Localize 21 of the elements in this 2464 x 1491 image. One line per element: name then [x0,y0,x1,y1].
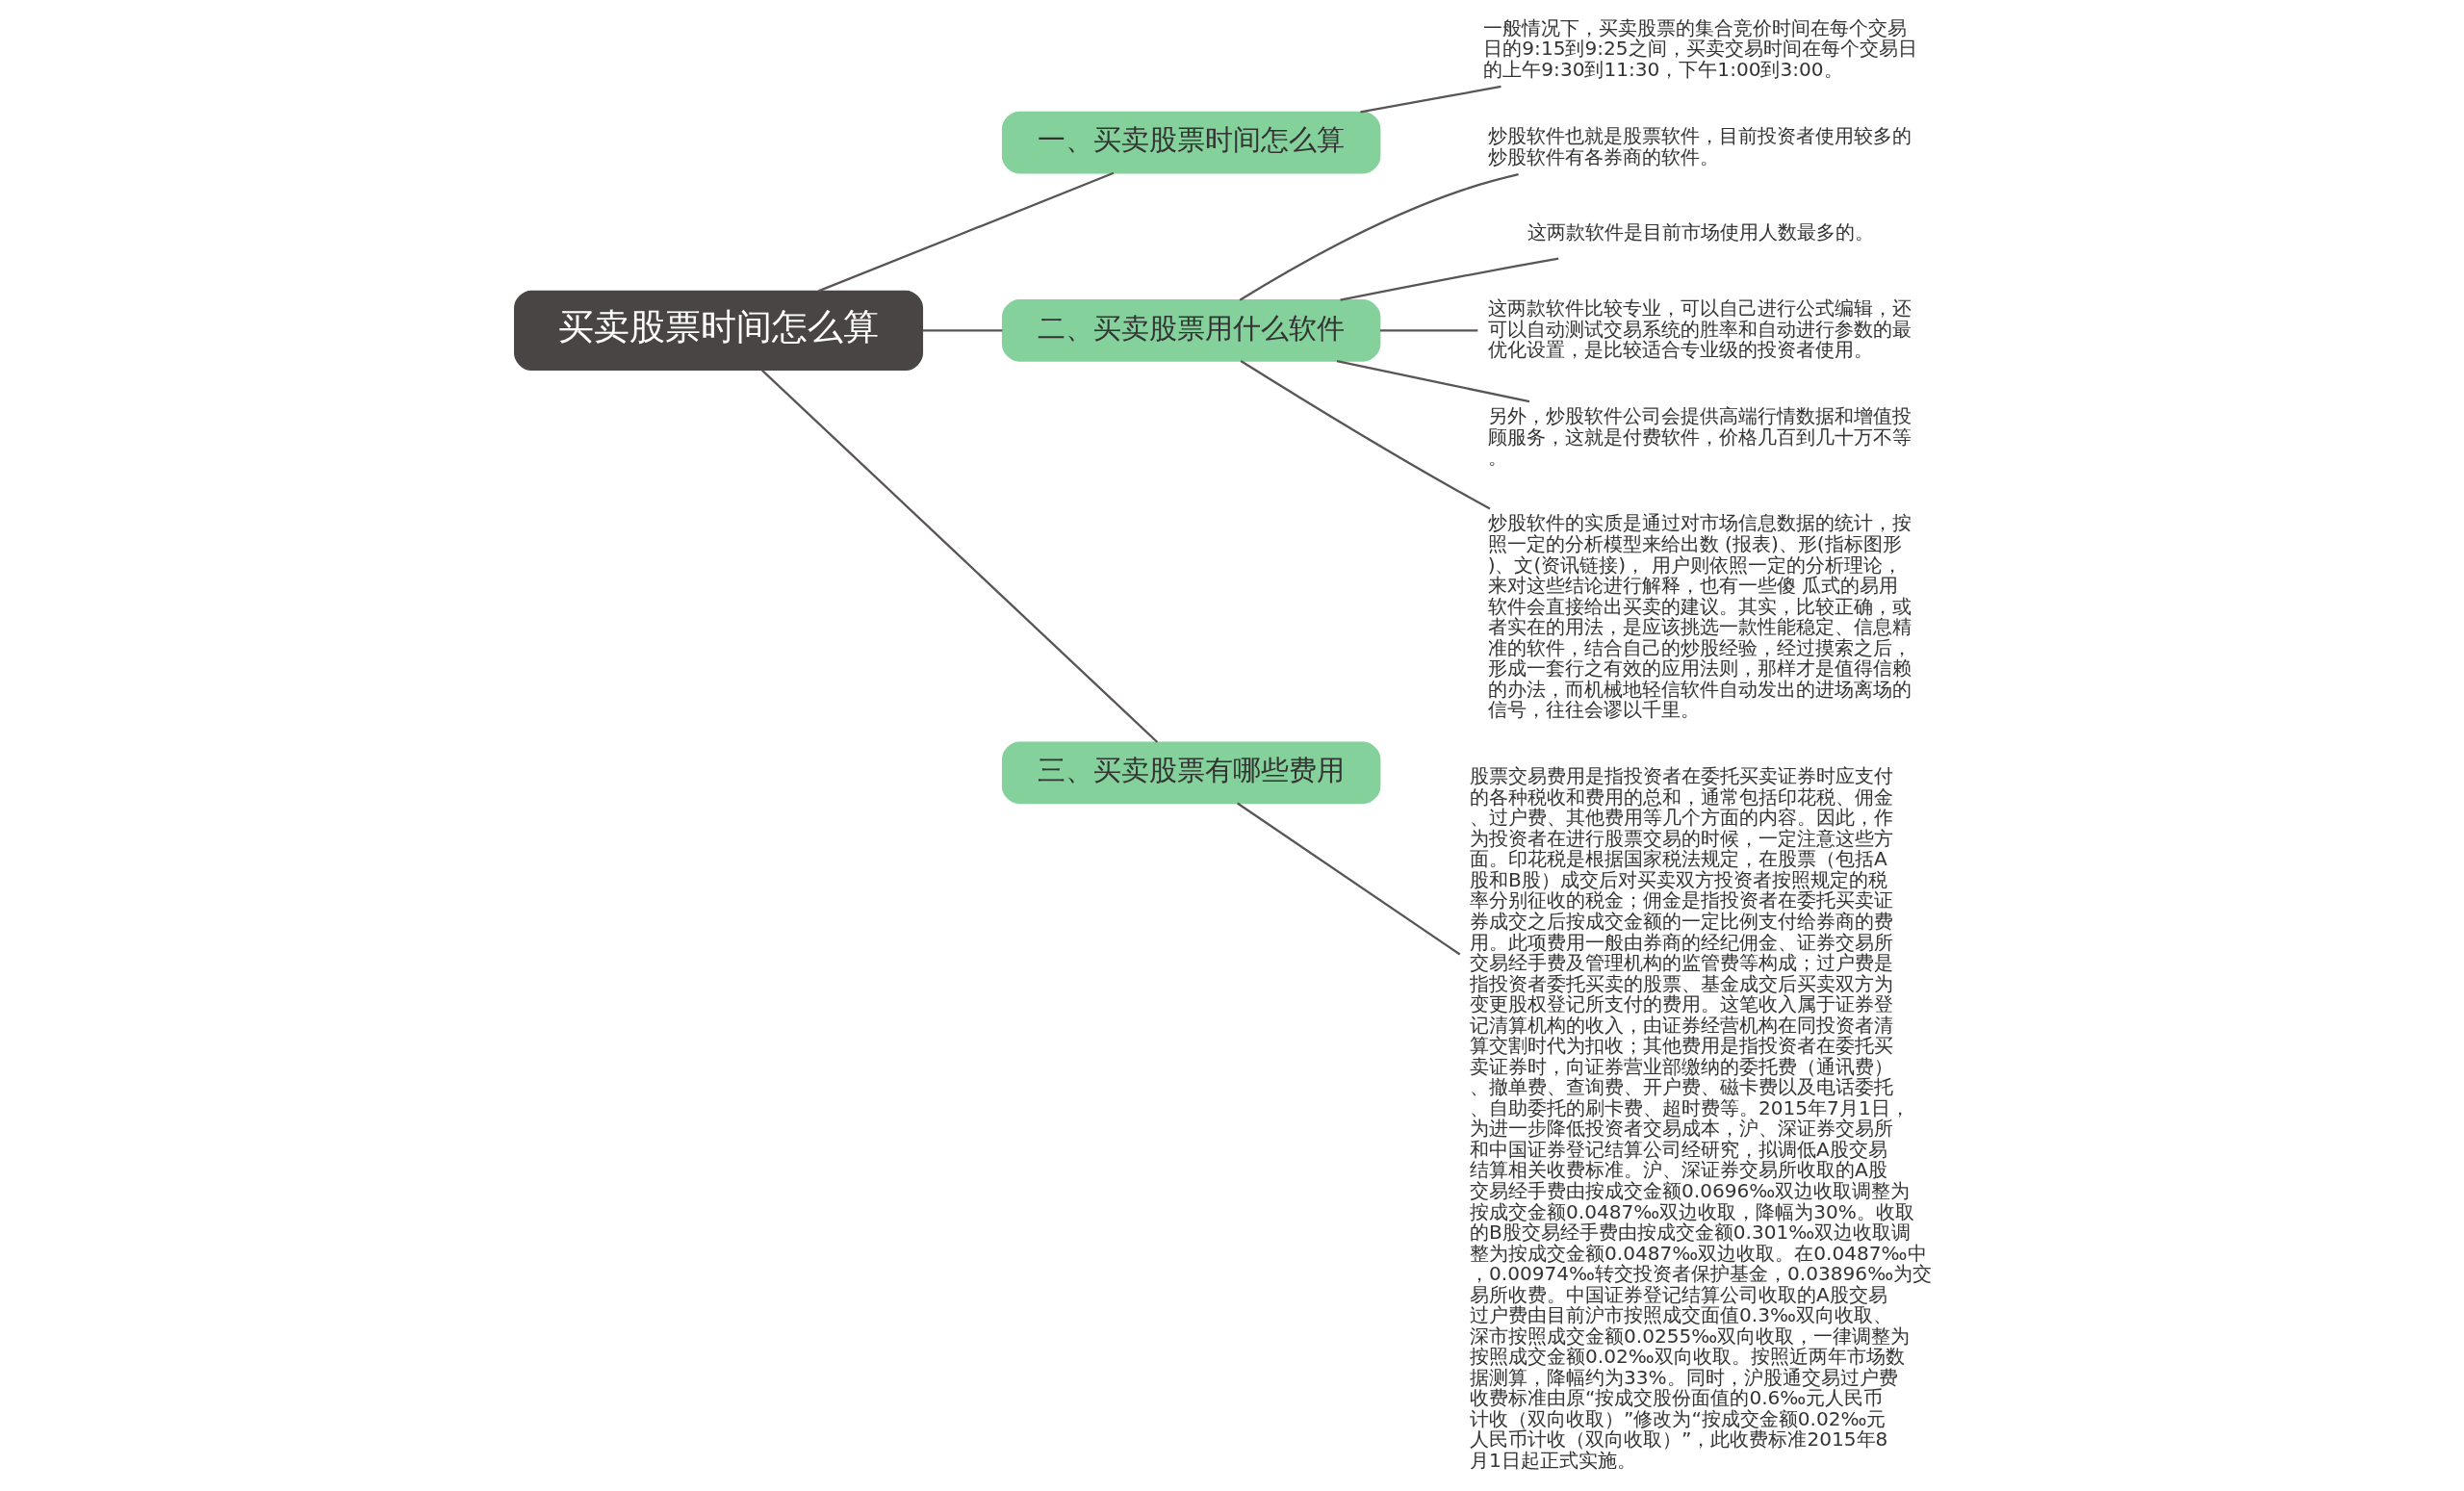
node-box: 一、买卖股票时间怎么算 [1001,111,1381,174]
node-text: 这两款软件比较专业，可以自己进行公式编辑，还可以自动测试交易系统的胜率和自动进行参数的最优化设置，是比较适合专业级的投资者使用。 [1487,296,1912,362]
connector [1360,85,1502,114]
connector [1340,257,1559,301]
connector [1240,360,1491,510]
node-box: 三、买卖股票有哪些费用 [1001,741,1381,805]
connector [1380,329,1478,332]
connector [760,369,1159,743]
node-text: 炒股软件也就是股票软件，目前投资者使用较多的炒股软件有各券商的软件。 [1487,124,1912,168]
connector [922,329,1003,332]
node-text: 炒股软件的实质是通过对市场信息数据的统计，按照一定的分析模型来给出数 (报表)、形(指标图形)、文(资讯链接)， 用户则依照一定的分析理论，来对这些结论进行解释，也有一些傻 瓜式的易用软件会直接给出买卖的建议。其实，比较正确，或者实在的用法，是应该挑选一款性能稳定、信息精准的软件，结合自己的炒股经验，经过摸索之后，形成一套行之有效的应用法则，那样才是值得信赖的办法，而机械地轻信软件自动发出的进场离场的信号，往往会谬以千里。 [1487,511,1912,722]
node-box: 二、买卖股票用什么软件 [1001,299,1381,362]
connector [1237,802,1461,956]
node-text: 另外，炒股软件公司会提供高端行情数据和增值投顾服务，这就是付费软件，价格几百到几十万不等。 [1487,404,1912,470]
connector [1336,359,1530,403]
connector [1239,173,1519,301]
node-text: 这两款软件是目前市场使用人数最多的。 [1527,220,1874,244]
node-text: 一般情况下，买卖股票的集合竞价时间在每个交易日的9:15到9:25之间，买卖交易时间在每个交易日的上午9:30到11:30，下午1:00到3:00。 [1483,15,1917,81]
node-box: 买卖股票时间怎么算 [514,290,924,371]
node-text: 股票交易费用是指投资者在委托买卖证券时应支付的各种税收和费用的总和，通常包括印花税、佣金、过户费、其他费用等几个方面的内容。因此，作为投资者在进行股票交易的时候，一定注意这些方面。印花税是根据国家税法规定，在股票（包括A股和B股）成交后对买卖双方投资者按照规定的税率分别征收的税金；佣金是指投资者在委托买卖证券成交之后按成交金额的一定比例支付给券商的费用。此项费用一般由券商的经纪佣金、证券交易所交易经手费及管理机构的监管费等构成；过户费是指投资者委托买卖的股票、基金成交后买卖双方为变更股权登记所支付的费用。这笔收入属于证券登记清算机构的收入，由证券经营机构在同投资者清算交割时代为扣收；其他费用是指投资者在委托买卖证券时，向证券营业部缴纳的委托费（通讯费）、撤单费、查询费、开户费、磁卡费以及电话委托、自助委托的刷卡费、超时费等。2015年7月1日，为进一步降低投资者交易成本，沪、深证券交易所和中国证券登记结算公司经研究，拟调低A股交易结算相关收费标准。沪、深证券交易所收取的A股交易经手费由按成交金额0.0696‰双边收取调整为按成交金额0.0487‰双边收取，降幅为30%。收取的B股交易经手费由按成交金额0.301‰双边收取调整为按成交金额0.0487‰双边收取。在0.0487‰中，0.00974‰转交投资者保护基金，0.03896‰为交易所收费。中国证券登记结算公司收取的A股交易过户费由目前沪市按照成交面值0.3‰双向收取、深市按照成交金额0.0255‰双向收取，一律调整为按照成交金额0.02‰双向收取。按照近两年市场数据测算，降幅约为33%。同时，沪股通交易过户费收费标准由原“按成交股份面值的0.6‰元人民币计收（双向收取）”修改为“按成交金额0.02‰元人民币计收（双向收取）”，此收费标准2015年8月1日起正式实施。 [1469,764,1933,1472]
connector [817,171,1115,293]
